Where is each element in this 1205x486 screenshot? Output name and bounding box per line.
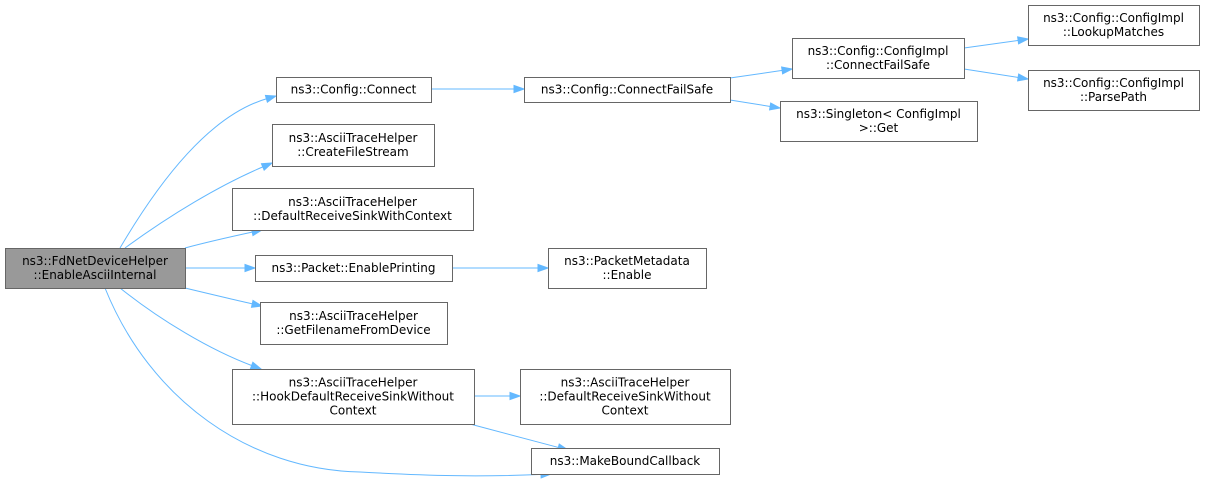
node-label-line: ns3::Config::Connect	[291, 83, 417, 97]
edge-connect-fail-safe-to-config-impl-connect-fail-safe	[729, 66, 794, 79]
edge-line	[729, 99, 772, 108]
node-config-impl-parse-path[interactable]: ns3::Config::ConfigImpl::ParsePath	[1028, 70, 1200, 111]
node-label-line: ns3::Config::ConnectFailSafe	[541, 83, 713, 97]
edge-line	[963, 68, 1020, 79]
node-connect-fail-safe[interactable]: ns3::Config::ConnectFailSafe	[524, 77, 731, 103]
node-root: ns3::FdNetDeviceHelper::EnableAsciiInter…	[5, 248, 186, 289]
edge-line	[469, 423, 560, 449]
node-hook-default-receive-sink[interactable]: ns3::AsciiTraceHelper::HookDefaultReceiv…	[232, 369, 475, 425]
edge-root-to-get-filename-from-device	[184, 287, 264, 308]
node-config-connect[interactable]: ns3::Config::Connect	[276, 77, 432, 103]
node-label-line: ns3::MakeBoundCallback	[550, 454, 701, 468]
arrowhead-icon	[1016, 73, 1030, 82]
node-box	[531, 448, 720, 475]
node-box	[1028, 70, 1200, 111]
node-label-line: ns3::AsciiTraceHelper	[288, 195, 417, 209]
edge-config-connect-to-connect-fail-safe	[431, 84, 526, 94]
arrowhead-icon	[1017, 36, 1030, 45]
node-packet-metadata-enable[interactable]: ns3::PacketMetadata::Enable	[548, 248, 707, 289]
arrowhead-icon	[250, 299, 264, 308]
edge-root-to-default-receive-sink-with-context	[184, 228, 264, 249]
node-label-line: ns3::PacketMetadata	[564, 254, 690, 268]
edge-config-impl-connect-fail-safe-to-config-impl-parse-path	[963, 68, 1030, 82]
node-label-line: ::ParsePath	[1080, 90, 1147, 104]
arrowhead-icon	[768, 102, 782, 111]
node-box	[524, 77, 731, 103]
node-default-receive-sink-without-context[interactable]: ns3::AsciiTraceHelper::DefaultReceiveSin…	[520, 369, 731, 425]
edge-line	[184, 287, 254, 305]
node-box	[276, 77, 432, 103]
node-label-line: ::Enable	[603, 268, 652, 282]
arrowhead-icon	[244, 263, 257, 273]
edge-connect-fail-safe-to-singleton-get	[729, 99, 782, 111]
edge-line	[119, 287, 253, 367]
arrowhead-icon	[537, 263, 550, 273]
node-singleton-get[interactable]: ns3::Singleton< ConfigImpl>::Get	[780, 101, 978, 142]
node-label-line: ns3::AsciiTraceHelper	[561, 376, 690, 390]
node-label-line: ::CreateFileStream	[297, 145, 408, 159]
node-label-line: Context	[601, 404, 648, 418]
node-label-line: ::DefaultReceiveSinkWithout	[539, 390, 711, 404]
node-label-line: ns3::Config::ConfigImpl	[1043, 11, 1184, 25]
node-label-line: ::GetFilenameFromDevice	[276, 323, 430, 337]
edge-line	[104, 287, 543, 477]
node-label-line: ns3::AsciiTraceHelper	[289, 376, 418, 390]
node-box	[520, 369, 731, 425]
node-label-line: Context	[329, 404, 376, 418]
node-packet-enable-printing[interactable]: ns3::Packet::EnablePrinting	[255, 255, 453, 282]
edge-hook-default-receive-sink-to-make-bound-callback	[469, 423, 570, 452]
nodes-layer: ns3::FdNetDeviceHelper::EnableAsciiInter…	[5, 5, 1200, 475]
edge-config-impl-connect-fail-safe-to-config-impl-lookup-matches	[963, 36, 1030, 49]
node-label-line: ns3::FdNetDeviceHelper	[22, 254, 168, 268]
node-label-line: ns3::AsciiTraceHelper	[289, 131, 418, 145]
arrowhead-icon	[509, 391, 522, 401]
edge-packet-enable-printing-to-packet-metadata-enable	[452, 263, 550, 273]
edge-root-to-packet-enable-printing	[185, 263, 257, 273]
node-box	[780, 101, 978, 142]
node-box	[272, 124, 435, 167]
node-label-line: ns3::Config::ConfigImpl	[1043, 76, 1184, 90]
arrowhead-icon	[513, 84, 526, 94]
node-box	[5, 248, 186, 289]
arrowhead-icon	[260, 162, 274, 171]
edge-line	[729, 69, 784, 79]
node-box	[548, 248, 707, 289]
node-label-line: ::DefaultReceiveSinkWithContext	[253, 209, 452, 223]
edge-root-to-config-connect	[119, 94, 278, 249]
node-config-impl-connect-fail-safe[interactable]: ns3::Config::ConfigImpl::ConnectFailSafe	[792, 38, 965, 79]
edge-line	[963, 39, 1020, 49]
edge-root-to-create-file-stream	[124, 162, 274, 249]
node-box	[232, 188, 474, 231]
node-config-impl-lookup-matches[interactable]: ns3::Config::ConfigImpl::LookupMatches	[1028, 5, 1200, 46]
arrowhead-icon	[264, 94, 278, 103]
node-create-file-stream[interactable]: ns3::AsciiTraceHelper::CreateFileStream	[272, 124, 435, 167]
edge-line	[119, 98, 268, 249]
node-label-line: ::HookDefaultReceiveSinkWithout	[252, 390, 454, 404]
node-box	[260, 302, 448, 345]
edge-line	[124, 166, 264, 249]
node-box	[1028, 5, 1200, 46]
arrowhead-icon	[781, 66, 794, 75]
node-label-line: ns3::Config::ConfigImpl	[808, 44, 949, 58]
node-label-line: ::ConnectFailSafe	[826, 58, 930, 72]
node-label-line: >::Get	[859, 121, 899, 135]
node-label-line: ::LookupMatches	[1063, 25, 1164, 39]
edge-line	[184, 231, 254, 249]
node-default-receive-sink-with-context[interactable]: ns3::AsciiTraceHelper::DefaultReceiveSin…	[232, 188, 474, 231]
edge-hook-default-receive-sink-to-default-receive-sink-without-context	[474, 391, 522, 401]
edge-root-to-hook-default-receive-sink	[119, 287, 263, 370]
node-box	[232, 369, 475, 425]
node-box	[255, 255, 453, 282]
node-make-bound-callback[interactable]: ns3::MakeBoundCallback	[531, 448, 720, 475]
node-label-line: ns3::Singleton< ConfigImpl	[796, 107, 961, 121]
node-label-line: ::EnableAsciiInternal	[34, 268, 157, 282]
node-label-line: ns3::Packet::EnablePrinting	[272, 261, 436, 275]
node-label-line: ns3::AsciiTraceHelper	[289, 309, 418, 323]
edges-layer	[104, 36, 1030, 479]
arrowhead-icon	[249, 361, 263, 370]
node-get-filename-from-device[interactable]: ns3::AsciiTraceHelper::GetFilenameFromDe…	[260, 302, 448, 345]
node-box	[792, 38, 965, 79]
